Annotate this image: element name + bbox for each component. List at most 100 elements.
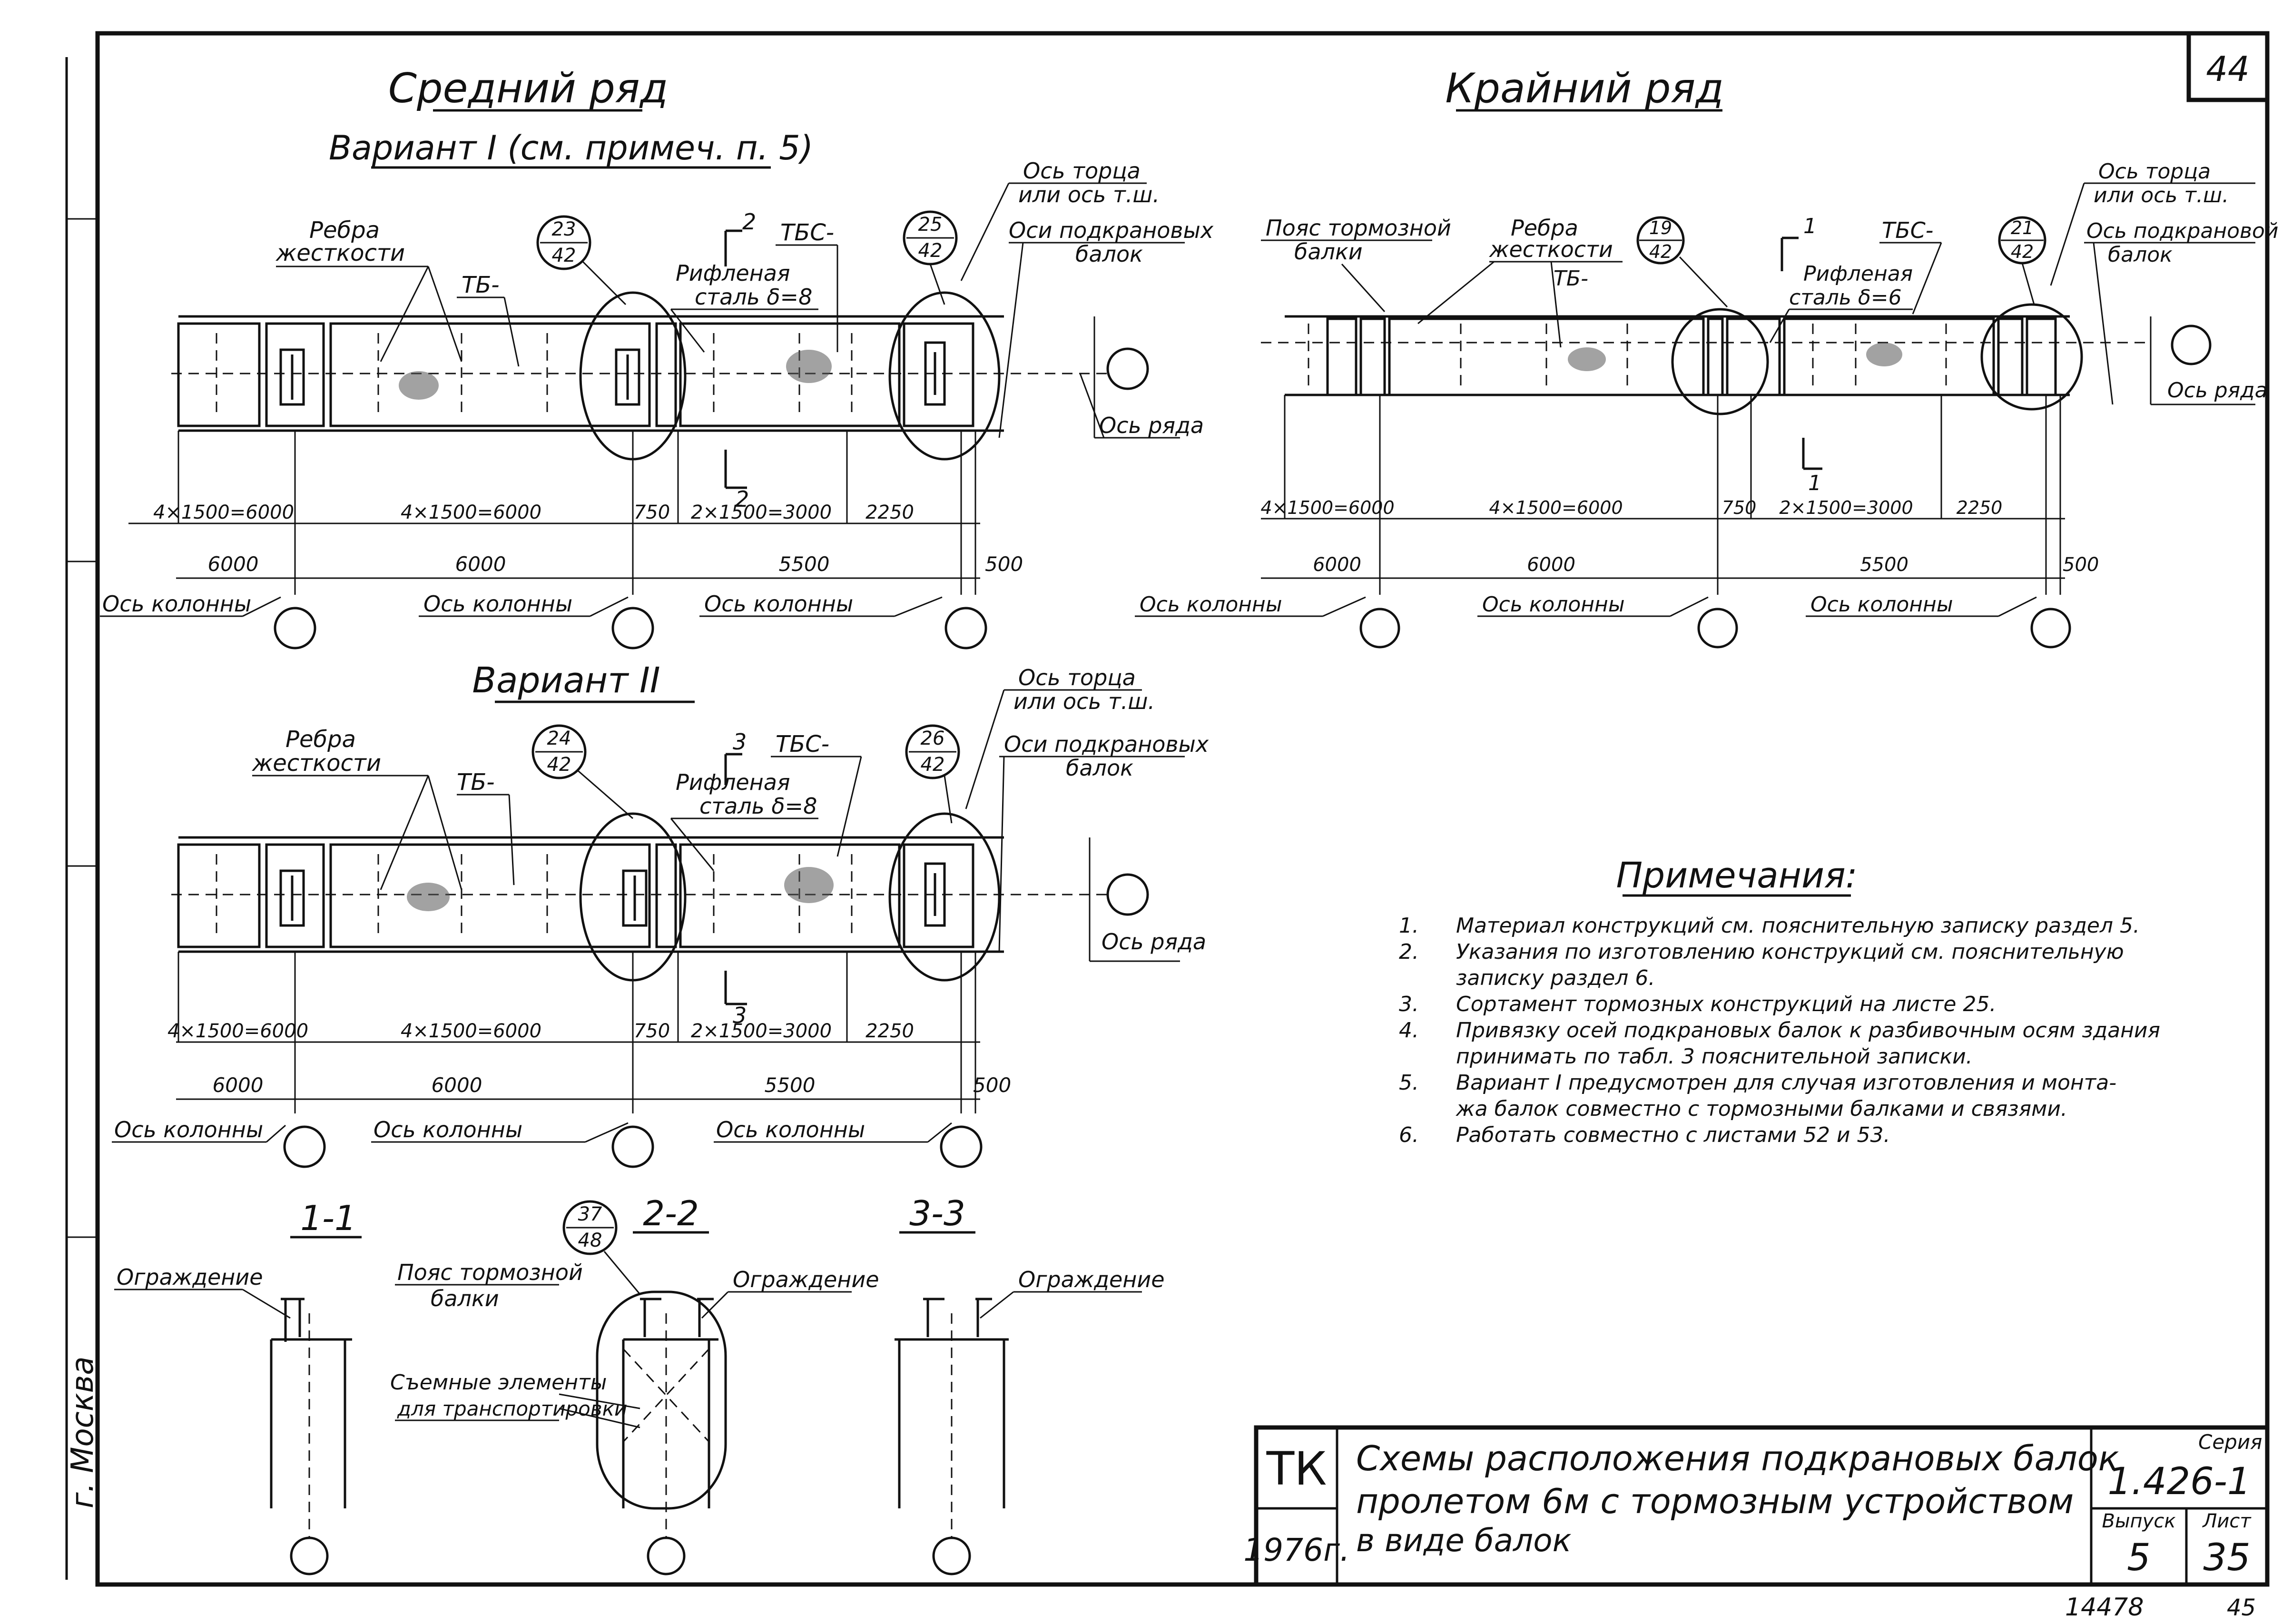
dim-v2-5: 2250 xyxy=(866,1020,914,1042)
edge-ribs-label: Ребра xyxy=(1511,215,1578,241)
stamp-year: 1976г. xyxy=(1243,1532,1350,1568)
col-axis-v2-3: Ось колонны xyxy=(716,1117,865,1142)
end-axis-label: Ось торца xyxy=(1023,158,1141,184)
section-1-1-title: 1-1 xyxy=(300,1198,356,1238)
stamp-title-2: пролетом 6м с тормозным устройством xyxy=(1356,1481,2074,1521)
dim-v2-1: 4×1500=6000 xyxy=(167,1020,308,1042)
svg-text:1: 1 xyxy=(1808,471,1821,495)
svg-text:42: 42 xyxy=(1649,241,1672,262)
dim-v1-7: 6000 xyxy=(455,552,506,576)
v2-tbs-label: ТБС- xyxy=(776,731,829,758)
issue-label: Выпуск xyxy=(2102,1510,2176,1532)
edge-row-axis-label: Ось ряда xyxy=(2167,378,2268,403)
note-line: Материал конструкций см. пояснительную з… xyxy=(1456,914,2140,938)
sheet-label: Лист xyxy=(2202,1510,2252,1532)
stamp-org: ТК xyxy=(1266,1442,1327,1496)
svg-text:23: 23 xyxy=(552,218,576,240)
bubble-23-42: 23 42 xyxy=(536,215,627,305)
dim-e-4: 2×1500=3000 xyxy=(1779,497,1913,518)
edge-steel-label: сталь δ=6 xyxy=(1789,285,1902,310)
edge-row-plan: Пояс тормозной балки Ребра жесткости ТБ-… xyxy=(1135,159,2278,649)
col-axis-e-1: Ось колонны xyxy=(1140,592,1282,617)
bubble-26-42: 26 42 xyxy=(905,724,960,824)
note-line: записку раздел 6. xyxy=(1456,966,1655,990)
svg-text:42: 42 xyxy=(547,754,571,776)
variant1-plan: Ребра жесткости ТБ- 23 42 2 ТБС- Рифлена… xyxy=(100,158,1214,650)
fence-label-3: Ограждение xyxy=(1018,1267,1165,1292)
brake-belt-label-2: Пояс тормозной xyxy=(397,1260,583,1285)
sheet-border xyxy=(95,31,2270,1587)
dim-v2-4: 2×1500=3000 xyxy=(691,1020,832,1042)
transport-label: для транспортировки xyxy=(397,1397,627,1420)
svg-text:42: 42 xyxy=(921,754,945,776)
section-2-2-title: 2-2 xyxy=(643,1193,699,1233)
dim-v2-9: 500 xyxy=(973,1073,1011,1097)
svg-text:24: 24 xyxy=(547,728,571,749)
cut-mark-2-top: 2 xyxy=(724,209,756,266)
issue-value: 5 xyxy=(2127,1536,2151,1579)
section-3-3: 3-3 Ограждение xyxy=(895,1193,1165,1575)
edge-tb-label: ТБ- xyxy=(1554,266,1588,291)
col-axis-v1-2: Ось колонны xyxy=(423,591,572,617)
dim-v1-5: 2250 xyxy=(866,502,914,523)
stamp-title-3: в виде балок xyxy=(1356,1522,1572,1559)
tb-label: ТБ- xyxy=(462,272,500,298)
dim-v1-1: 4×1500=6000 xyxy=(153,502,294,523)
svg-text:1: 1 xyxy=(1803,214,1817,238)
v2-end-axis-label: Ось торца xyxy=(1018,665,1136,690)
edge-row-title: Крайний ряд xyxy=(1445,65,1723,112)
svg-text:2: 2 xyxy=(735,486,749,512)
v2-ribs-label-2: жесткости xyxy=(252,750,381,777)
dim-v1-9: 500 xyxy=(985,552,1023,576)
dim-v2-2: 4×1500=6000 xyxy=(401,1020,541,1042)
edge-beams-label: балок xyxy=(2108,243,2173,267)
dim-v1-2: 4×1500=6000 xyxy=(401,502,541,523)
cut-mark-1-top: 1 xyxy=(1780,214,1817,271)
dim-v1-8: 5500 xyxy=(779,552,830,576)
margin-city-text: г. Москва xyxy=(65,1357,100,1508)
sheet-number: 44 xyxy=(2206,49,2250,89)
col-axis-v1-1: Ось колонны xyxy=(102,591,251,617)
cut-mark-1-bottom: 1 xyxy=(1802,438,1822,495)
svg-text:26: 26 xyxy=(921,728,945,749)
edge-ribbed-steel-label: Рифленая xyxy=(1803,262,1913,286)
edge-crane-axis-label: Ось подкрановой xyxy=(2086,219,2278,243)
dim-e-1: 4×1500=6000 xyxy=(1260,497,1394,518)
edge-end-axis-label: Ось торца xyxy=(2098,159,2211,184)
cut-mark-3-bottom: 3 xyxy=(724,971,747,1028)
notes-title: Примечания: xyxy=(1616,855,1857,896)
footer-note: 14478 xyxy=(2065,1593,2144,1622)
cut-mark-2-bottom: 2 xyxy=(724,450,749,512)
note-line: Вариант I предусмотрен для случая изгото… xyxy=(1456,1071,2116,1095)
crane-axes-label: Оси подкрановых xyxy=(1009,217,1214,243)
dim-e-2: 4×1500=6000 xyxy=(1489,497,1623,518)
bubble-19-42: 19 42 xyxy=(1636,216,1728,308)
series-label: Серия xyxy=(2198,1430,2262,1454)
bubble-24-42: 24 42 xyxy=(531,724,633,819)
svg-text:2: 2 xyxy=(742,209,756,235)
dim-e-7: 6000 xyxy=(1527,554,1575,576)
col-axis-v1-3: Ось колонны xyxy=(704,591,853,617)
edge-tbs-label: ТБС- xyxy=(1882,217,1933,243)
note-line: жа балок совместно с тормозными балками … xyxy=(1456,1097,2067,1121)
beam-label: балки xyxy=(1294,239,1363,265)
bubble-21-42: 21 42 xyxy=(1998,216,2046,305)
v2-crane-axes-label: Оси подкрановых xyxy=(1004,731,1209,757)
v2-steel-label: сталь δ=8 xyxy=(699,793,817,819)
ribs-label-2: жесткости xyxy=(275,240,405,266)
dim-e-8: 5500 xyxy=(1860,554,1908,576)
middle-row-title: Средний ряд xyxy=(388,65,668,112)
note-line: Сортамент тормозных конструкций на листе… xyxy=(1456,992,1996,1016)
cut-mark-3-top: 3 xyxy=(724,729,747,785)
note-number: 5. xyxy=(1399,1071,1419,1095)
svg-text:21: 21 xyxy=(2011,217,2034,238)
section-2-2: 2-2 37 48 Пояс тормозной балки Ограждени… xyxy=(390,1193,879,1575)
footer-mark: 45 xyxy=(2227,1594,2256,1621)
fence-label-1: Ограждение xyxy=(117,1264,263,1290)
dim-e-5: 2250 xyxy=(1957,497,2003,518)
variant1-title: Вариант I (см. примеч. п. 5) xyxy=(329,128,813,167)
svg-text:42: 42 xyxy=(918,240,943,262)
dim-e-9: 500 xyxy=(2063,554,2099,576)
note-number: 3. xyxy=(1399,992,1419,1016)
